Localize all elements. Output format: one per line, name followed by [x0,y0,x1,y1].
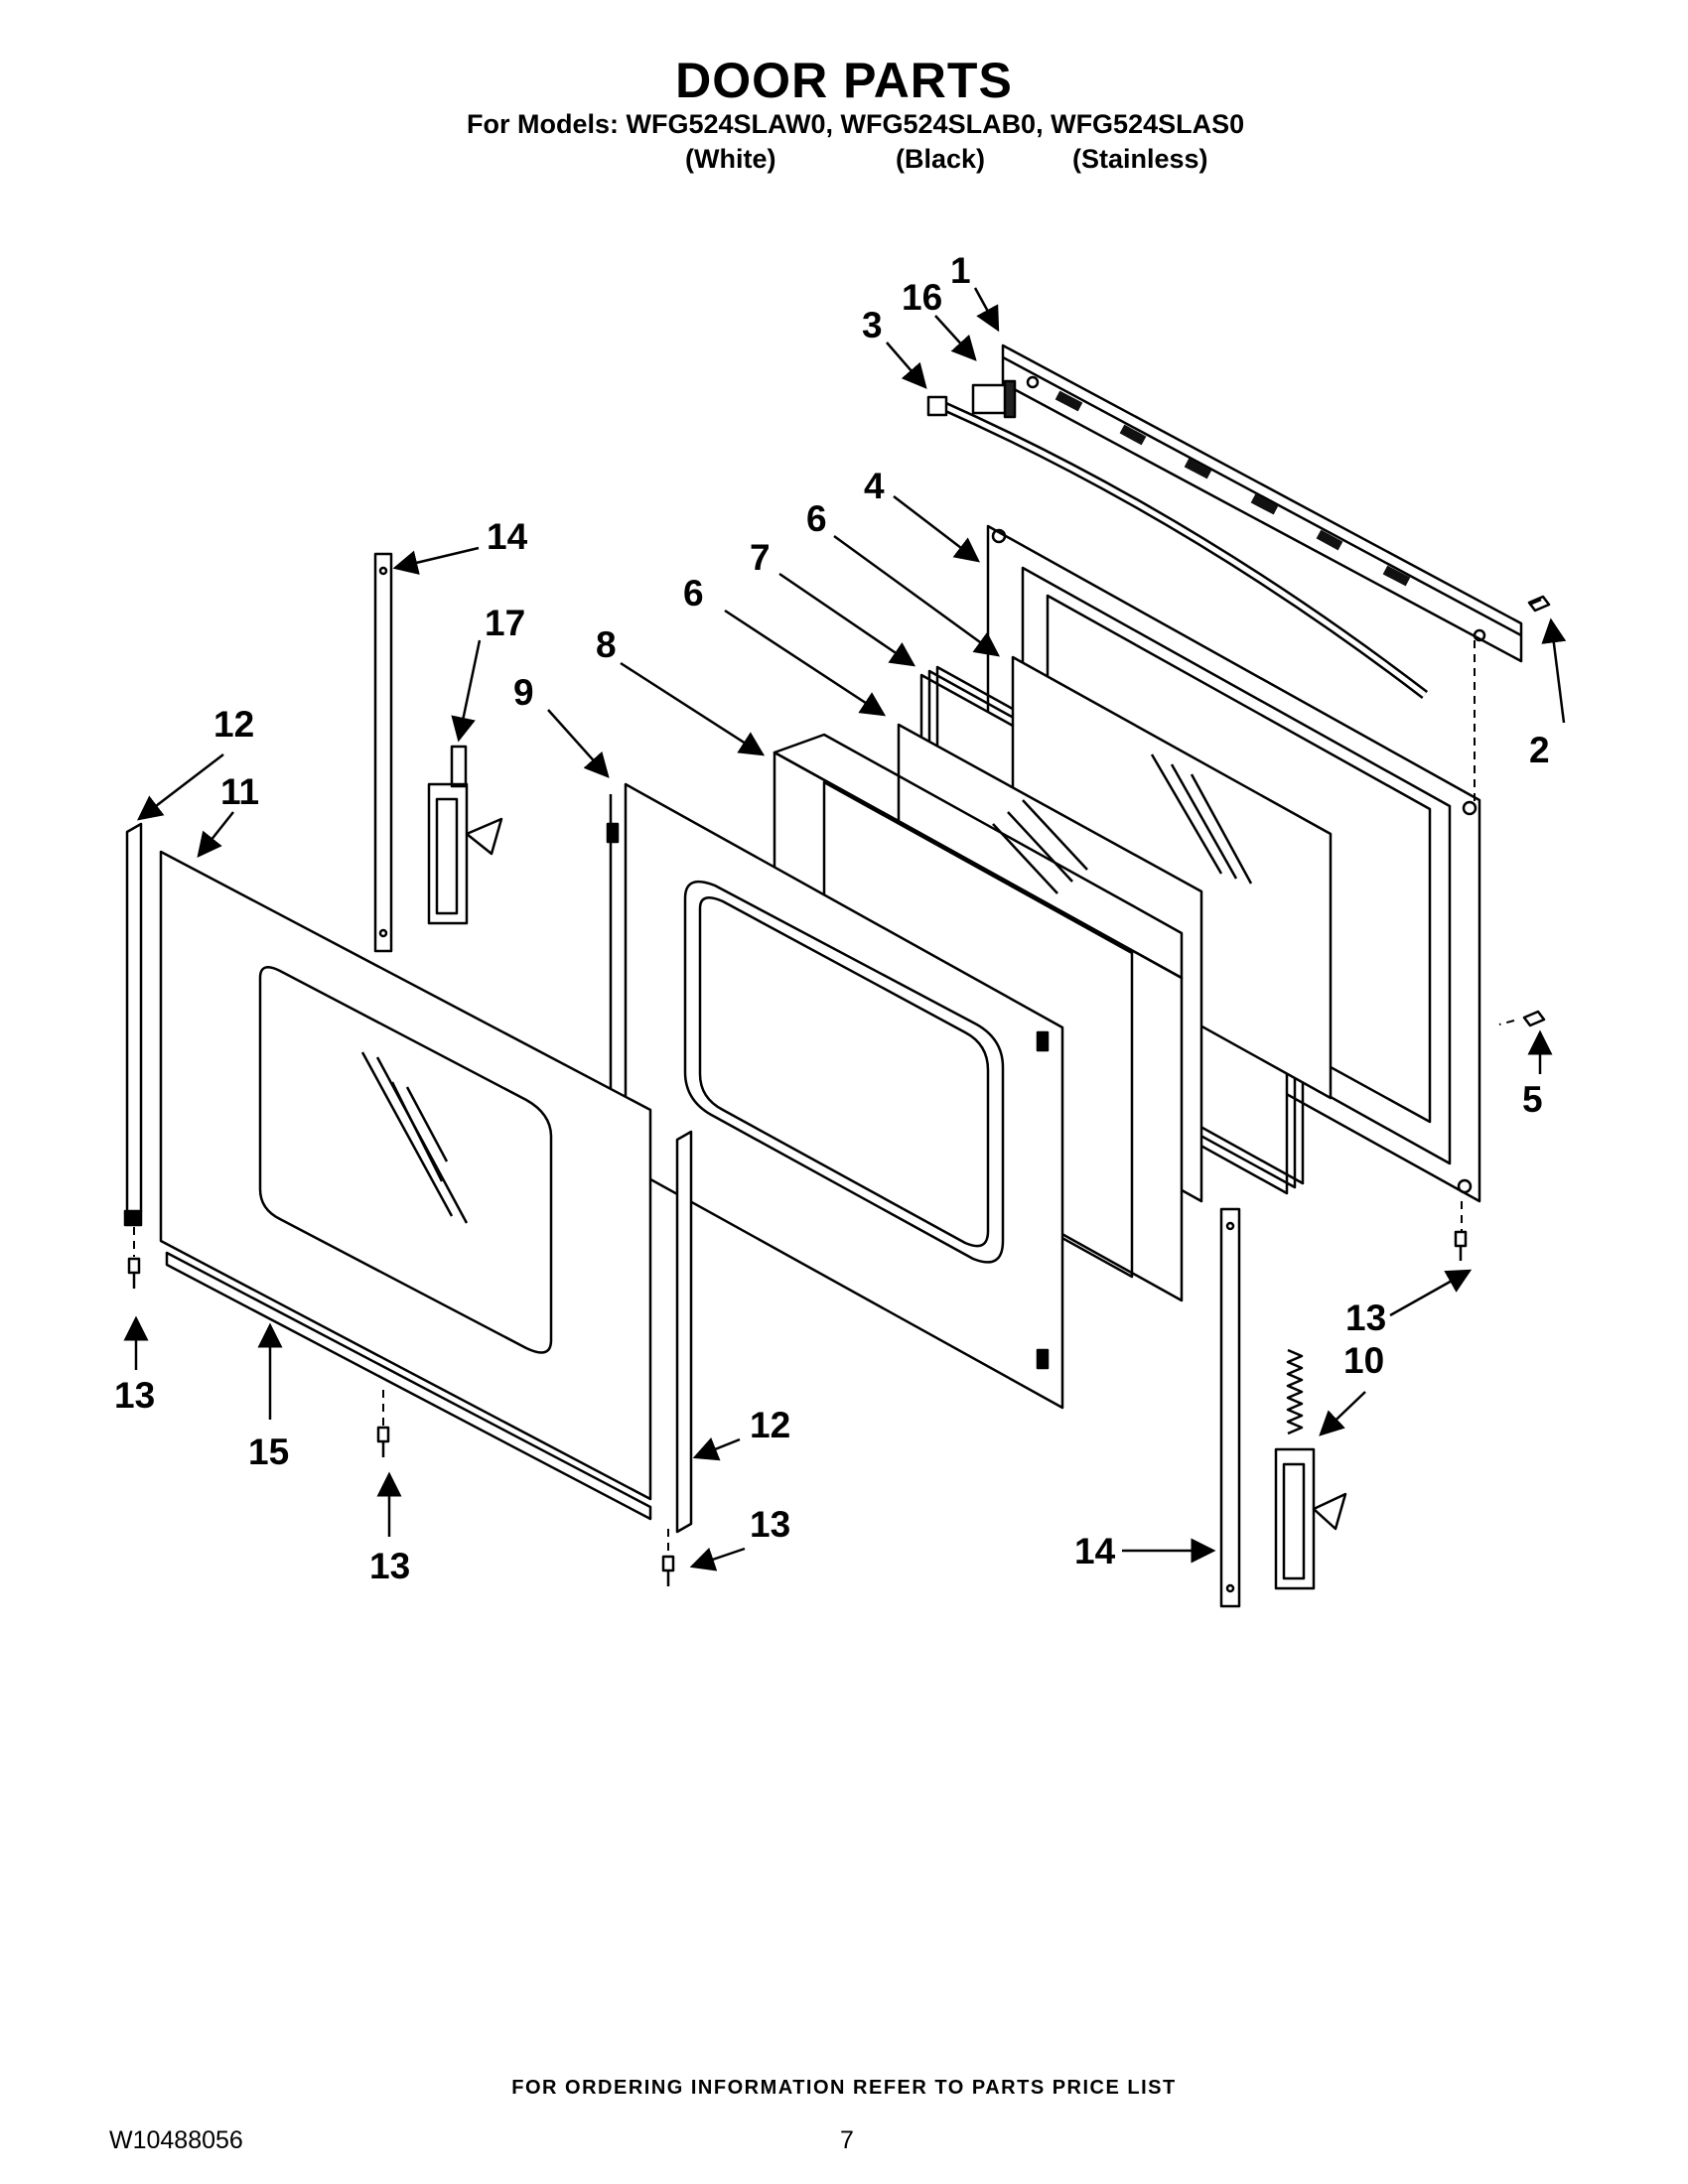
side-trim-left-part [123,822,143,1227]
handle-endcap-part [971,379,1017,419]
hinge-left-part [427,745,503,925]
outer-door-panel-part [159,850,652,1501]
callout-6-rear: 6 [806,498,827,539]
door-liner-part [606,782,1064,1410]
callout-3: 3 [862,305,883,345]
callout-8: 8 [596,624,617,665]
callout-14-left: 14 [487,516,528,557]
callout-12-left: 12 [213,704,254,745]
callout-13-right: 13 [1345,1297,1386,1338]
callout-4: 4 [864,466,885,506]
ordering-note: FOR ORDERING INFORMATION REFER TO PARTS … [511,2077,1177,2099]
callout-5: 5 [1522,1079,1543,1120]
callout-labels: 1 16 3 4 6 7 6 8 9 14 17 12 11 2 5 13 10… [114,250,1550,1586]
callout-6-front: 6 [683,573,704,614]
callout-16: 16 [902,277,942,318]
page-number: 7 [840,2126,854,2154]
page-title: DOOR PARTS [675,53,1013,108]
callout-7: 7 [750,537,771,578]
screw-fasteners [127,595,1551,1586]
color-black: (Black) [896,144,986,174]
bottom-trim-part [165,1251,652,1521]
callout-13-bottom: 13 [369,1546,410,1586]
color-white: (White) [685,144,776,174]
hinge-receiver-right-part [1219,1207,1241,1608]
callout-11: 11 [220,771,259,812]
callout-14-right: 14 [1074,1531,1116,1571]
callout-13-left: 13 [114,1375,155,1416]
door-handle-part [926,395,1429,699]
side-trim-right-part [675,1130,693,1534]
color-stainless: (Stainless) [1072,144,1208,174]
callout-15: 15 [248,1432,289,1472]
callout-17: 17 [485,603,525,643]
callout-2: 2 [1529,730,1550,770]
callout-13-trim: 13 [750,1504,790,1545]
callout-9: 9 [513,672,534,713]
hinge-right-part [1274,1348,1347,1590]
callout-12-right: 12 [750,1405,790,1445]
document-number: W10488056 [109,2126,243,2154]
callout-1: 1 [950,250,971,291]
vent-panel-part [1001,343,1523,663]
callout-10: 10 [1343,1340,1384,1381]
hinge-receiver-left-part [373,552,393,953]
models-line: For Models: WFG524SLAW0, WFG524SLAB0, WF… [467,109,1245,139]
